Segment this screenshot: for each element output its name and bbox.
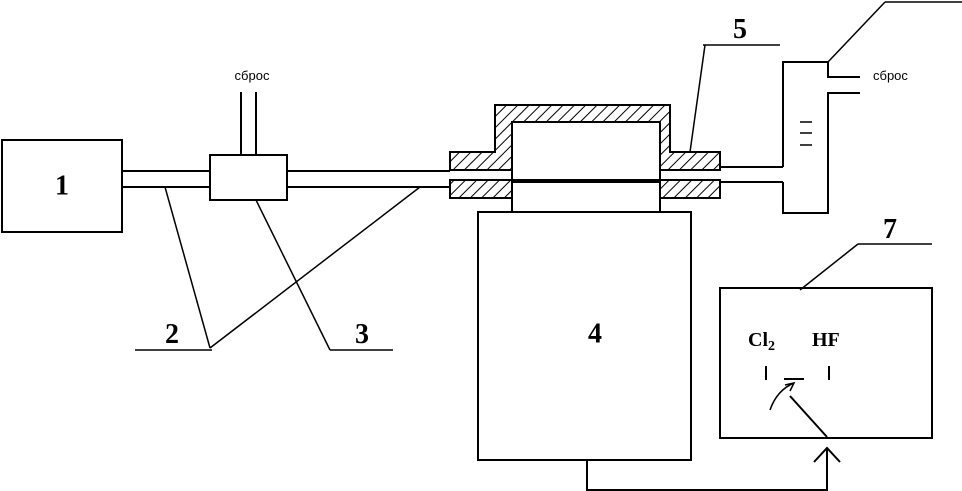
label-2: 2 [165, 319, 179, 350]
label-cl2: Cl2 [748, 329, 775, 354]
support-stem [511, 181, 661, 213]
meter-arc-head [784, 381, 796, 392]
valve-3 [209, 154, 288, 201]
label-3: 3 [355, 319, 369, 350]
leader-7 [799, 243, 859, 291]
leader-2a [164, 186, 211, 349]
analyzer-7 [719, 287, 933, 439]
vent-right-label: сброс [873, 68, 908, 83]
leader-2b [209, 186, 421, 349]
label-5: 5 [733, 14, 747, 45]
block-1 [1, 139, 123, 233]
signal-arrow [813, 446, 841, 463]
label-cl2-base: Cl [748, 329, 768, 351]
vent-left-label: сброс [235, 68, 270, 83]
meter-needle [789, 395, 828, 438]
leader-5 [689, 44, 706, 153]
leader-6 [827, 1, 886, 63]
label-block-4: 4 [588, 318, 602, 349]
block-4 [477, 211, 692, 461]
label-cl2-sub: 2 [768, 339, 775, 354]
reactor-chamber [511, 121, 661, 183]
label-block-1: 1 [55, 170, 69, 201]
trap-top [782, 61, 860, 167]
label-7: 7 [883, 214, 897, 245]
reactor-flange-right [659, 179, 721, 199]
reactor-flange-left [449, 179, 513, 199]
label-hf: HF [812, 329, 840, 351]
trap-bottom [782, 92, 860, 214]
leader-3 [255, 199, 331, 351]
signal-line [586, 448, 828, 491]
